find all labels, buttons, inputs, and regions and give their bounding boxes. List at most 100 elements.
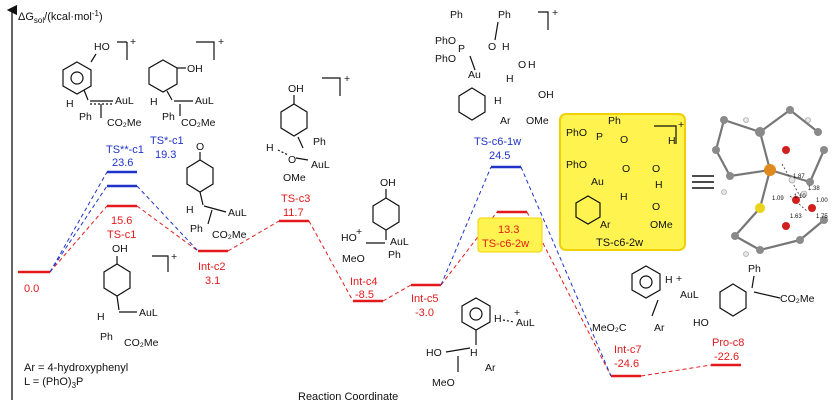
svg-text:AuL: AuL	[311, 159, 330, 171]
label-ts-c6-1w-name: TS-c6-1w	[474, 136, 521, 148]
svg-text:+: +	[514, 307, 520, 319]
label-ts-c1-name: TS-c1	[107, 229, 136, 241]
svg-text:+: +	[218, 36, 224, 48]
svg-text:H: H	[97, 311, 105, 323]
label-ts-2star-name: TS**-c1	[106, 144, 144, 156]
structure-int-c5: H AuL + HO H Ar MeO	[426, 297, 535, 389]
inset-title: TS-c6-2w	[596, 237, 643, 249]
svg-text:Ph: Ph	[450, 9, 463, 21]
label-ts-star-energy: 19.3	[155, 149, 176, 161]
svg-text:O: O	[622, 163, 630, 175]
svg-text:+: +	[678, 119, 684, 131]
structure-start: OH H AuL Ph CO₂Me +	[97, 243, 177, 349]
svg-text:+: +	[171, 251, 177, 263]
label-int-c4-name: Int-c4	[350, 276, 378, 288]
label-ts-c3-energy: 11.7	[283, 207, 304, 219]
svg-text:Au: Au	[591, 176, 604, 188]
svg-text:H: H	[506, 73, 514, 85]
model-distance-4: 1.00	[816, 198, 828, 204]
structure-ts-c3: OH Ph H O AuL OMe +	[266, 73, 350, 184]
svg-text:+: +	[356, 226, 362, 238]
svg-text:OH: OH	[380, 177, 396, 189]
label-pro-c8-name: Pro-c8	[712, 337, 744, 349]
svg-text:OH: OH	[187, 63, 203, 75]
label-ts-2star-energy: 23.6	[112, 157, 133, 169]
svg-text:H: H	[668, 135, 676, 147]
svg-text:HO: HO	[426, 347, 442, 359]
model-distance-2: 1.38	[808, 186, 820, 192]
svg-text:Ar: Ar	[654, 322, 665, 334]
svg-text:PhO: PhO	[435, 35, 456, 47]
svg-text:Ph: Ph	[190, 223, 203, 235]
structure-ts-2star: HO H AuL Ph CO₂Me +	[62, 36, 142, 129]
svg-text:H: H	[186, 204, 194, 216]
structure-pro-c8: Ph CO₂Me HO	[693, 263, 815, 329]
svg-text:Ph: Ph	[79, 111, 92, 123]
label-start-energy: 0.0	[24, 283, 39, 295]
label-int-c4-energy: -8.5	[355, 289, 374, 301]
svg-text:MeO₂C: MeO₂C	[592, 322, 627, 334]
structure-ts-c6-1w: Ph Ph PhO P O H PhO O H Au H OH H Ar OMe…	[435, 7, 558, 127]
label-ts-c3-name: TS-c3	[281, 193, 310, 205]
svg-text:AuL: AuL	[516, 317, 535, 329]
model-distance-5: 1.09	[772, 196, 784, 202]
svg-text:Ph: Ph	[608, 115, 621, 127]
label-int-c2-name: Int-c2	[198, 261, 226, 273]
svg-text:O: O	[518, 59, 526, 71]
svg-text:+: +	[344, 73, 350, 85]
svg-text:CO₂Me: CO₂Me	[212, 229, 247, 241]
label-int-c7-energy: -24.6	[614, 358, 639, 370]
svg-text:Ph: Ph	[100, 331, 113, 343]
label-ts-c6-1w-energy: 24.5	[489, 150, 510, 162]
structure-int-c7: H + AuL MeO₂C Ar	[592, 265, 699, 334]
label-ts-c6-2w-energy: 13.3	[498, 224, 519, 236]
model-distance-7: 1.75	[816, 214, 828, 220]
label-ts-c6-2w-name: TS-c6-2w	[482, 238, 529, 250]
svg-text:OMe: OMe	[283, 172, 306, 184]
svg-text:H: H	[665, 274, 673, 286]
molecular-model-3d: 1.87 1.38 1.10 1.00 1.09 1.63 1.75	[712, 106, 828, 257]
svg-text:AuL: AuL	[390, 236, 409, 248]
svg-text:H: H	[266, 142, 274, 154]
blue-path	[49, 166, 612, 377]
svg-text:Au: Au	[468, 69, 481, 81]
equivalence-sign	[692, 175, 714, 189]
svg-text:HO: HO	[693, 317, 709, 329]
svg-text:OH: OH	[538, 89, 554, 101]
label-int-c2-energy: 3.1	[205, 275, 220, 287]
svg-text:Ph: Ph	[388, 249, 401, 261]
svg-text:Ar: Ar	[485, 362, 496, 374]
svg-text:PhO: PhO	[566, 159, 587, 171]
svg-text:O: O	[488, 41, 496, 53]
model-distance-1: 1.87	[793, 174, 805, 180]
legend-l: L = (PhO)3P	[24, 376, 83, 390]
energy-levels	[18, 165, 741, 378]
ts-c6-2w-highlight	[477, 217, 543, 253]
model-distance-3: 1.10	[794, 194, 806, 200]
legend-ar: Ar = 4-hydroxyphenyl	[24, 362, 128, 374]
label-ts-c1-energy: 15.6	[111, 215, 132, 227]
svg-text:H: H	[150, 96, 158, 108]
energy-labels: 0.0 15.6 TS-c1 TS*-c1 19.3 TS**-c1 23.6 …	[24, 135, 744, 370]
svg-text:O: O	[652, 201, 660, 213]
svg-text:Ph: Ph	[162, 111, 175, 123]
svg-text:CO₂Me: CO₂Me	[124, 337, 159, 349]
y-axis-label: ΔGsol/(kcal·mol-1)	[18, 9, 103, 25]
svg-text:O: O	[652, 163, 660, 175]
svg-text:AuL: AuL	[195, 95, 214, 107]
svg-text:H: H	[528, 59, 536, 71]
label-ts-star-name: TS*-c1	[150, 135, 184, 147]
label-int-c5-name: Int-c5	[411, 293, 439, 305]
svg-text:Ar: Ar	[600, 219, 611, 231]
svg-text:CO₂Me: CO₂Me	[780, 293, 815, 305]
structure-ts-star: OH H AuL Ph CO₂Me +	[148, 36, 224, 129]
svg-text:Ar: Ar	[500, 115, 511, 127]
svg-text:AuL: AuL	[139, 307, 158, 319]
svg-text:+: +	[676, 273, 682, 285]
svg-text:O: O	[196, 141, 204, 153]
svg-text:OH: OH	[288, 83, 304, 95]
svg-text:Ph: Ph	[313, 136, 326, 148]
svg-text:H: H	[502, 41, 510, 53]
svg-text:OH: OH	[112, 243, 128, 255]
